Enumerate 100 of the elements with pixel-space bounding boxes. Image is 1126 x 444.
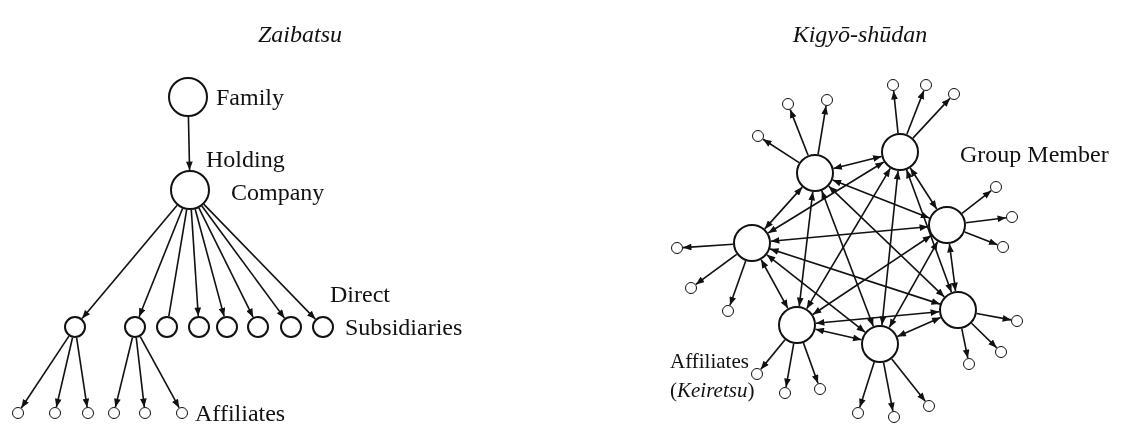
- panel-title: Zaibatsu: [257, 20, 343, 49]
- circle-node: [124, 316, 146, 338]
- group-label: Group Member: [960, 140, 1110, 169]
- arrow: [896, 316, 942, 338]
- circle-node: [948, 88, 960, 100]
- circle-node: [1011, 315, 1023, 327]
- circle-node: [928, 206, 966, 244]
- arrow: [947, 243, 958, 292]
- circle-node: [852, 407, 864, 419]
- circle-node: [997, 241, 1009, 253]
- group-label: Affiliates (Keiretsu): [670, 348, 756, 404]
- group-label: Direct Subsidiaries: [330, 280, 464, 342]
- circle-node: [923, 400, 935, 412]
- arrow: [832, 155, 883, 170]
- arrow: [961, 189, 993, 215]
- arrow: [879, 170, 901, 326]
- arrow: [81, 204, 178, 320]
- circle-node: [1006, 211, 1018, 223]
- circle-node: [990, 181, 1002, 193]
- arrow: [820, 189, 875, 328]
- arrow: [906, 89, 925, 136]
- arrow: [831, 179, 931, 219]
- circle-node: [170, 170, 210, 210]
- arrow: [891, 358, 927, 403]
- circle-node: [887, 79, 899, 91]
- arrow: [963, 231, 999, 246]
- circle-node: [861, 325, 899, 363]
- circle-node: [216, 316, 238, 338]
- arrow: [909, 167, 938, 210]
- arrow: [882, 361, 895, 412]
- arrow: [970, 322, 998, 349]
- arrow: [729, 260, 747, 307]
- arrow: [139, 335, 180, 409]
- arrow: [760, 338, 786, 371]
- arrow: [814, 327, 863, 342]
- circle-node: [722, 305, 734, 317]
- circle-node: [312, 316, 334, 338]
- arrow: [198, 207, 254, 318]
- arrow: [55, 336, 74, 408]
- circle-node: [920, 79, 932, 91]
- circle-node: [188, 316, 210, 338]
- group-label: Affiliates: [195, 399, 287, 428]
- circle-node: [782, 98, 794, 110]
- arrow: [767, 161, 885, 234]
- arrow: [961, 327, 970, 359]
- circle-node: [64, 316, 86, 338]
- arrow: [975, 312, 1012, 322]
- arrow: [965, 215, 1007, 224]
- arrow: [190, 209, 202, 317]
- node-label: Family: [216, 83, 285, 112]
- arrow: [75, 337, 90, 408]
- arrow: [194, 208, 226, 318]
- arrow: [201, 205, 286, 319]
- arrow: [695, 253, 738, 286]
- circle-node: [779, 387, 791, 399]
- arrow: [802, 342, 819, 385]
- circle-node: [733, 224, 771, 262]
- circle-node: [751, 368, 763, 380]
- circle-node: [685, 282, 697, 294]
- panel-title: Kigyō-shūdan: [791, 20, 929, 49]
- arrow: [805, 167, 892, 310]
- arrow: [138, 207, 184, 318]
- arrow: [186, 116, 193, 171]
- arrow: [114, 336, 134, 408]
- arrow: [905, 169, 953, 293]
- circle-node: [156, 316, 178, 338]
- arrow: [812, 234, 932, 316]
- circle-node: [12, 407, 24, 419]
- circle-node: [49, 407, 61, 419]
- arrow: [859, 361, 876, 409]
- arrow: [891, 90, 899, 134]
- circle-node: [963, 358, 975, 370]
- circle-node: [108, 407, 120, 419]
- circle-node: [995, 346, 1007, 358]
- arrow: [796, 191, 816, 307]
- arrow: [20, 335, 70, 409]
- circle-node: [671, 242, 683, 254]
- arrow: [682, 243, 734, 251]
- circle-node: [168, 77, 208, 117]
- circle-node: [752, 130, 764, 142]
- arrow: [912, 97, 951, 139]
- circle-node: [176, 407, 188, 419]
- arrow: [827, 185, 946, 298]
- arrow: [763, 186, 804, 230]
- arrow: [135, 337, 147, 408]
- circle-node: [814, 383, 826, 395]
- circle-node: [247, 316, 269, 338]
- circle-node: [939, 291, 977, 329]
- arrow: [770, 224, 929, 244]
- arrow: [766, 253, 866, 334]
- arrow: [817, 105, 828, 156]
- circle-node: [821, 94, 833, 106]
- arrow: [203, 203, 317, 320]
- node-label: Holding Company: [206, 145, 326, 207]
- arrow: [888, 240, 939, 329]
- arrow: [762, 138, 800, 164]
- arrow: [760, 258, 789, 310]
- arrow: [784, 342, 795, 388]
- arrow: [789, 108, 809, 157]
- arrow: [769, 248, 941, 305]
